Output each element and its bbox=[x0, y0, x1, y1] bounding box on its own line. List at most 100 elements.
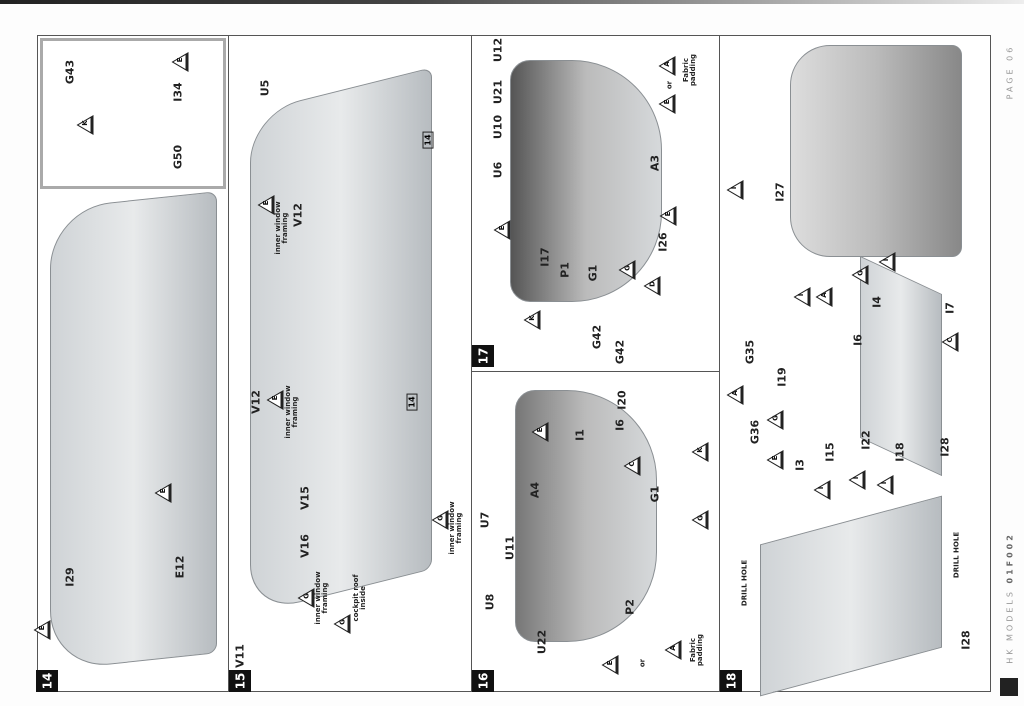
paint-code: G bbox=[771, 415, 780, 421]
step-number-badge: 16 bbox=[472, 670, 494, 692]
part-label: G43 bbox=[63, 59, 77, 85]
paint-code-triangle-icon: G bbox=[333, 614, 351, 634]
paint-code-triangle-icon: G bbox=[851, 265, 869, 285]
part-label: I26 bbox=[656, 232, 670, 252]
part-label: U22 bbox=[535, 629, 549, 655]
paint-code-triangle-icon: I bbox=[813, 480, 831, 500]
paint-code: C bbox=[628, 461, 637, 467]
cockpit-shell bbox=[510, 60, 662, 302]
paint-code: D bbox=[648, 281, 657, 287]
step-number-badge: 15 bbox=[229, 670, 251, 692]
part-label: I4 bbox=[870, 296, 884, 308]
part-label: I19 bbox=[775, 367, 789, 387]
paint-code: G bbox=[436, 515, 445, 521]
paint-code-triangle-icon: G bbox=[297, 588, 315, 608]
part-label: G42 bbox=[590, 324, 604, 350]
part-label: I18 bbox=[893, 442, 907, 462]
page-number: PAGE 06 bbox=[1005, 44, 1015, 100]
paint-code: E bbox=[270, 395, 279, 401]
step-number-badge: 14 bbox=[36, 670, 58, 692]
paint-code: E bbox=[535, 427, 544, 433]
part-label: G50 bbox=[171, 144, 185, 170]
paint-code: A bbox=[663, 61, 672, 67]
brand-name: HK MODELS bbox=[1005, 589, 1015, 664]
step-number: 17 bbox=[475, 347, 490, 365]
paint-code-triangle-icon: E bbox=[601, 655, 619, 675]
part-label: I3 bbox=[793, 459, 807, 471]
part-label: U5 bbox=[258, 79, 272, 97]
paint-code: E bbox=[662, 99, 671, 105]
part-label: I17 bbox=[538, 247, 552, 267]
paint-code-triangle-icon: E bbox=[766, 450, 784, 470]
part-label: U8 bbox=[483, 593, 497, 611]
part-label: I7 bbox=[943, 302, 957, 314]
paint-code: G bbox=[338, 619, 347, 625]
footer-brand: HK MODELS 01F002 bbox=[1006, 532, 1015, 664]
paint-code: C bbox=[946, 337, 955, 343]
assembly-note: cockpit roof inside bbox=[352, 574, 367, 622]
paint-code-triangle-icon: G bbox=[766, 410, 784, 430]
part-label: U11 bbox=[503, 535, 517, 561]
step-number: 15 bbox=[232, 672, 247, 690]
assembly-note: or bbox=[665, 80, 674, 90]
paint-code-triangle-icon: K bbox=[691, 442, 709, 462]
step-number: 14 bbox=[39, 672, 54, 690]
cockpit-floor bbox=[790, 45, 962, 257]
paint-code-triangle-icon: C bbox=[941, 332, 959, 352]
part-label: U7 bbox=[478, 511, 492, 529]
paint-code: I bbox=[881, 258, 890, 262]
paint-code-triangle-icon: I bbox=[848, 470, 866, 490]
assembly-note: or bbox=[638, 658, 647, 668]
part-label: U12 bbox=[491, 37, 505, 63]
paint-code: K bbox=[696, 447, 705, 453]
paint-code-triangle-icon: A bbox=[815, 287, 833, 307]
paint-code-triangle-icon: E bbox=[493, 220, 511, 240]
paint-code: A bbox=[731, 390, 740, 396]
assembly-note: inner window framing bbox=[284, 385, 299, 439]
step-number: 16 bbox=[475, 672, 490, 690]
paint-code: K bbox=[528, 315, 537, 321]
step-reference: 14 bbox=[422, 131, 434, 149]
paint-code-triangle-icon: A bbox=[664, 640, 682, 660]
paint-code: E bbox=[175, 57, 184, 63]
paint-code: E bbox=[770, 455, 779, 461]
paint-code: G bbox=[696, 515, 705, 521]
step-reference: 14 bbox=[406, 393, 418, 411]
assembly-note: DRILL HOLE bbox=[952, 531, 961, 579]
assembly-note: inner window framing bbox=[274, 201, 289, 255]
part-label: I1 bbox=[573, 429, 587, 441]
paint-code: E bbox=[605, 660, 614, 666]
paint-code: I bbox=[879, 481, 888, 485]
paint-code-triangle-icon: G bbox=[618, 260, 636, 280]
product-code: 01F002 bbox=[1005, 532, 1015, 584]
part-label: G42 bbox=[613, 339, 627, 365]
part-label: P2 bbox=[623, 599, 637, 615]
part-label: I6 bbox=[613, 419, 627, 431]
step-number: 18 bbox=[723, 672, 738, 690]
paint-code-triangle-icon: G bbox=[431, 510, 449, 530]
paint-code: I bbox=[796, 293, 805, 297]
paint-code-triangle-icon: E bbox=[266, 390, 284, 410]
paint-code-triangle-icon: G bbox=[691, 510, 709, 530]
paint-code: I bbox=[729, 186, 738, 190]
part-label: I27 bbox=[773, 182, 787, 202]
paint-code-triangle-icon: A bbox=[726, 385, 744, 405]
part-label: V16 bbox=[298, 534, 312, 558]
hk-models-logo bbox=[1000, 678, 1018, 696]
step-14-inset bbox=[40, 38, 226, 189]
paint-code: K bbox=[81, 120, 90, 126]
paint-code: A bbox=[820, 292, 829, 298]
paint-code-triangle-icon: E bbox=[33, 620, 51, 640]
part-label: G1 bbox=[648, 485, 662, 503]
paint-code: G bbox=[856, 270, 865, 276]
part-label: V15 bbox=[298, 486, 312, 510]
part-label: I6 bbox=[851, 334, 865, 346]
paint-code: I bbox=[851, 476, 860, 480]
part-label: U10 bbox=[491, 114, 505, 140]
assembly-note: Fabric padding bbox=[682, 53, 697, 87]
paint-code-triangle-icon: D bbox=[643, 276, 661, 296]
part-label: I15 bbox=[823, 442, 837, 462]
paint-code-triangle-icon: K bbox=[523, 310, 541, 330]
part-label: I29 bbox=[63, 567, 77, 587]
